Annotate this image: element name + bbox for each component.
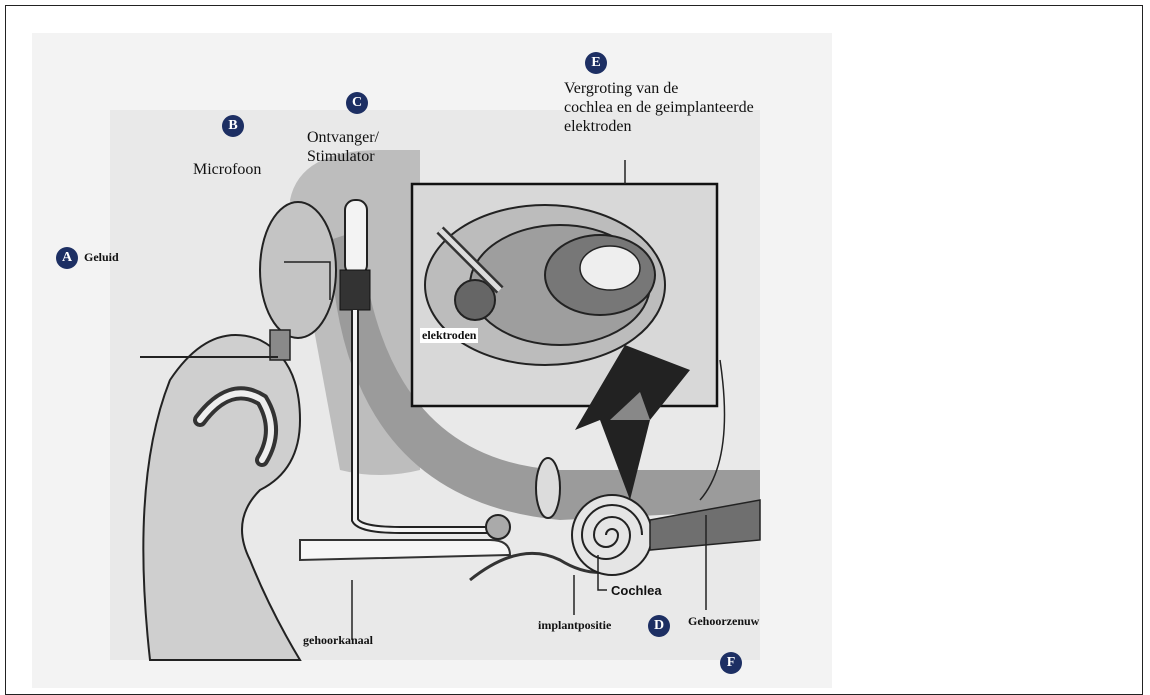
badge-b: B xyxy=(222,115,244,137)
middle-ear-ball xyxy=(486,515,510,539)
microphone-stem xyxy=(270,330,290,360)
receiver-housing xyxy=(345,200,367,275)
label-geluid: Geluid xyxy=(84,250,119,265)
ossicle xyxy=(536,458,560,518)
label-gehoorzenuw: Gehoorzenuw xyxy=(688,614,759,629)
badge-c: C xyxy=(346,92,368,114)
label-cochlea: Cochlea xyxy=(611,583,662,598)
label-microfoon: Microfoon xyxy=(193,160,261,179)
label-implantpositie: implantpositie xyxy=(538,618,611,633)
cochlea-spiral xyxy=(572,495,652,575)
label-vergroting: Vergroting van de cochlea en de geimplan… xyxy=(564,79,754,136)
receiver-coil xyxy=(340,270,370,310)
badge-e: E xyxy=(585,52,607,74)
badge-d: D xyxy=(648,615,670,637)
label-gehoorkanaal: gehoorkanaal xyxy=(303,633,373,648)
label-ontvanger: Ontvanger/ Stimulator xyxy=(307,128,379,166)
badge-f: F xyxy=(720,652,742,674)
badge-a: A xyxy=(56,247,78,269)
label-elektroden: elektroden xyxy=(420,328,478,343)
microphone-body xyxy=(260,202,336,338)
